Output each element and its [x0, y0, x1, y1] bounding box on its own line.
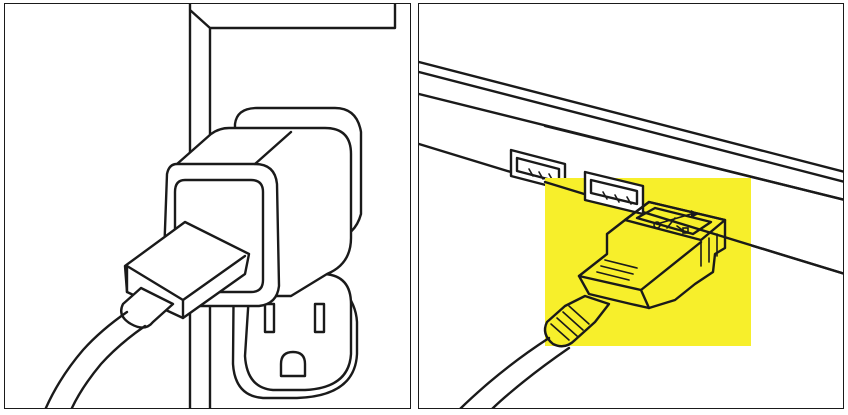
usb-plug-top-face [623, 200, 727, 242]
cable-strain-relief [120, 286, 175, 329]
usb-plug-grip-lines [596, 259, 638, 281]
usb-plug-front-edge-2 [639, 288, 651, 310]
charger-cube-edge [253, 130, 293, 166]
highlight-area [545, 178, 751, 346]
outlet-ground-hole [279, 350, 307, 378]
computer-side-edge-overlay [543, 124, 843, 201]
usb-plug-top-inset [635, 206, 713, 236]
usb-plug-ribs [700, 233, 718, 267]
cable-plug-edge-3 [125, 264, 185, 302]
computer-top-edge [419, 60, 843, 173]
cable [44, 310, 147, 408]
charger-face-inset [173, 178, 265, 294]
outlet-slot-right [313, 302, 326, 334]
usb-trident-icon [653, 210, 699, 234]
usb-port-illustration-panel [418, 3, 844, 409]
usb-port-occupied [583, 170, 645, 216]
charger-outlet-illustration [44, 4, 397, 408]
usb-plug-housing [577, 200, 727, 310]
computer-top-edge-2 [419, 70, 843, 183]
usb-strain-relief [543, 294, 611, 348]
usb-strain-relief-rings [550, 305, 590, 341]
usb-cable [459, 336, 571, 408]
usb-port-illustration [419, 60, 843, 408]
charger-outlet-illustration-panel [4, 3, 411, 409]
outlet-slot-left [263, 302, 276, 334]
